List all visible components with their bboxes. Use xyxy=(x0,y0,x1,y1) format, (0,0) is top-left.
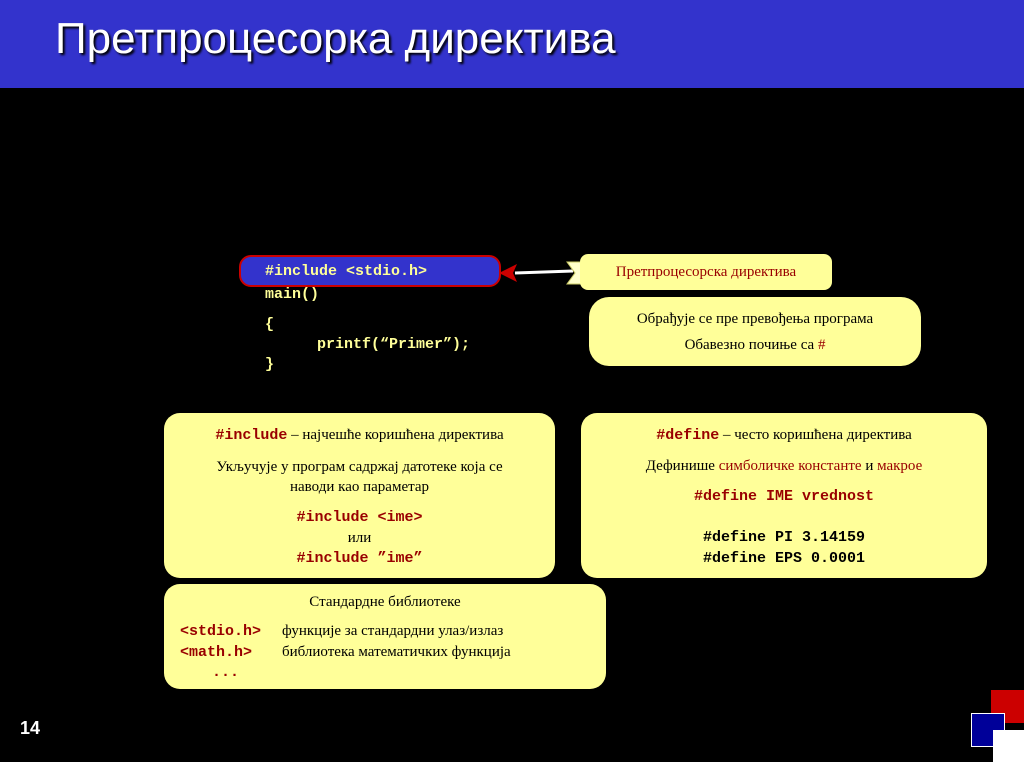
include-highlight: #include <stdio.h> xyxy=(239,255,501,287)
library-math-name: <math.h> xyxy=(180,644,253,661)
libraries-box: Стандардне библиотеке <stdio.h> функције… xyxy=(164,584,606,689)
define-description: Дефинише симболичке константе и макрое xyxy=(645,458,923,474)
code-include-line: #include <stdio.h> xyxy=(265,263,428,280)
include-desc-2: наводи као параметар xyxy=(290,479,429,495)
include-example-2: #include ”ime” xyxy=(296,550,423,567)
library-stdio-name: <stdio.h> xyxy=(180,623,262,640)
title-bar: Претпроцесорка директива xyxy=(0,0,1024,88)
library-ellipsis: ... xyxy=(212,664,240,681)
callout-arrow-icon xyxy=(499,261,585,285)
define-heading: #define – често коришћена директива xyxy=(656,427,912,444)
include-heading: #include – најчешће коришћена директива xyxy=(215,427,504,444)
info-line-1: Обрађује се пре превођења програма xyxy=(636,311,874,327)
callout-label-text: Претпроцесорска директива xyxy=(615,264,797,280)
library-math: <math.h> xyxy=(180,644,252,661)
info-box: Обрађује се пре превођења програма Обаве… xyxy=(589,297,921,366)
define-example-1: #define PI 3.14159 xyxy=(702,529,866,546)
callout-directive-label: Претпроцесорска директива xyxy=(580,254,832,290)
include-box: #include – најчешће коришћена директива … xyxy=(164,413,555,578)
define-syntax: #define IME vrednost xyxy=(693,488,875,505)
page-number: 14 xyxy=(20,718,41,738)
include-example-1: #include <ime> xyxy=(296,509,423,526)
library-stdio: <stdio.h> xyxy=(180,623,261,640)
code-main: main() xyxy=(265,286,320,303)
code-open-brace: { xyxy=(265,316,275,333)
libraries-heading: Стандардне библиотеке xyxy=(309,594,461,610)
library-stdio-desc: функције за стандардни улаз/излаз xyxy=(282,623,504,639)
code-close-brace: } xyxy=(265,356,275,373)
code-printf: printf(“Primer”); xyxy=(317,336,471,353)
include-or: или xyxy=(347,530,372,546)
info-line-2: Обавезно почиње са # xyxy=(684,337,826,353)
define-example-2: #define EPS 0.0001 xyxy=(702,550,866,567)
include-desc-1: Укључује у програм садржај датотеке која… xyxy=(216,459,503,475)
library-math-desc: библиотека математичких функција xyxy=(282,644,511,660)
define-box: #define – често коришћена директива Дефи… xyxy=(581,413,987,578)
white-square-icon xyxy=(993,730,1024,762)
slide-title: Претпроцесорка директива xyxy=(55,14,616,63)
